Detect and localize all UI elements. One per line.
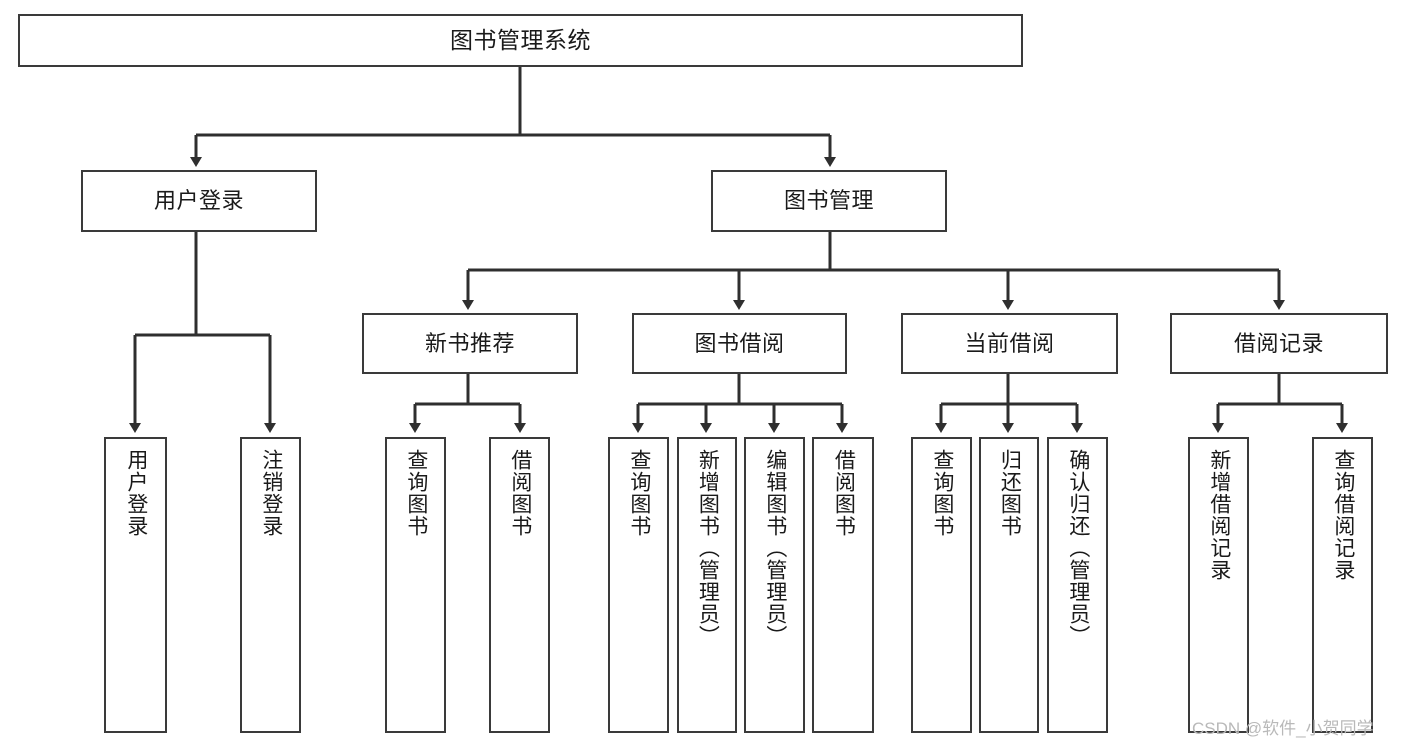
node-label: 查询图书 bbox=[627, 449, 651, 537]
node-label: 查询借阅记录 bbox=[1331, 449, 1355, 581]
leaf-current-return-book[interactable]: 归还图书 bbox=[979, 437, 1039, 733]
node-label: 新增图书（管理员） bbox=[696, 449, 720, 647]
leaf-recommend-borrow-book[interactable]: 借阅图书 bbox=[489, 437, 550, 733]
node-book-management[interactable]: 图书管理 bbox=[711, 170, 947, 232]
node-label: 编辑图书（管理员） bbox=[763, 449, 787, 647]
leaf-borrow-borrow-book[interactable]: 借阅图书 bbox=[812, 437, 874, 733]
node-label: 借阅记录 bbox=[1233, 330, 1324, 356]
node-label: 用户登录 bbox=[124, 449, 148, 537]
node-label: 当前借阅 bbox=[964, 330, 1055, 356]
node-label: 用户登录 bbox=[153, 188, 244, 214]
node-label: 借阅图书 bbox=[832, 449, 856, 537]
node-label: 新书推荐 bbox=[424, 330, 515, 356]
leaf-current-query-book[interactable]: 查询图书 bbox=[911, 437, 972, 733]
node-label: 归还图书 bbox=[998, 449, 1022, 537]
node-label: 图书管理系统 bbox=[450, 27, 591, 54]
node-book-borrow[interactable]: 图书借阅 bbox=[632, 313, 847, 374]
leaf-user-login-signin[interactable]: 用户登录 bbox=[104, 437, 167, 733]
node-new-book-recommend[interactable]: 新书推荐 bbox=[362, 313, 578, 374]
leaf-user-login-logout[interactable]: 注销登录 bbox=[240, 437, 301, 733]
leaf-current-confirm-return-admin[interactable]: 确认归还（管理员） bbox=[1047, 437, 1108, 733]
leaf-recommend-query-book[interactable]: 查询图书 bbox=[385, 437, 446, 733]
leaf-borrow-edit-book-admin[interactable]: 编辑图书（管理员） bbox=[744, 437, 805, 733]
watermark: CSDN @软件_小贺同学 bbox=[1192, 719, 1374, 738]
node-root-system[interactable]: 图书管理系统 bbox=[18, 14, 1023, 67]
node-label: 借阅图书 bbox=[508, 449, 532, 537]
node-borrow-record[interactable]: 借阅记录 bbox=[1170, 313, 1388, 374]
leaf-borrow-add-book-admin[interactable]: 新增图书（管理员） bbox=[677, 437, 737, 733]
leaf-record-query-record[interactable]: 查询借阅记录 bbox=[1312, 437, 1373, 733]
leaf-record-add-record[interactable]: 新增借阅记录 bbox=[1188, 437, 1249, 733]
node-label: 确认归还（管理员） bbox=[1066, 449, 1090, 647]
node-label: 注销登录 bbox=[259, 449, 283, 537]
node-label: 图书管理 bbox=[783, 188, 874, 214]
node-label: 查询图书 bbox=[930, 449, 954, 537]
node-user-login[interactable]: 用户登录 bbox=[81, 170, 317, 232]
node-label: 图书借阅 bbox=[694, 330, 785, 356]
leaf-borrow-query-book[interactable]: 查询图书 bbox=[608, 437, 669, 733]
node-label: 查询图书 bbox=[404, 449, 428, 537]
node-current-borrow[interactable]: 当前借阅 bbox=[901, 313, 1118, 374]
node-label: 新增借阅记录 bbox=[1207, 449, 1231, 581]
